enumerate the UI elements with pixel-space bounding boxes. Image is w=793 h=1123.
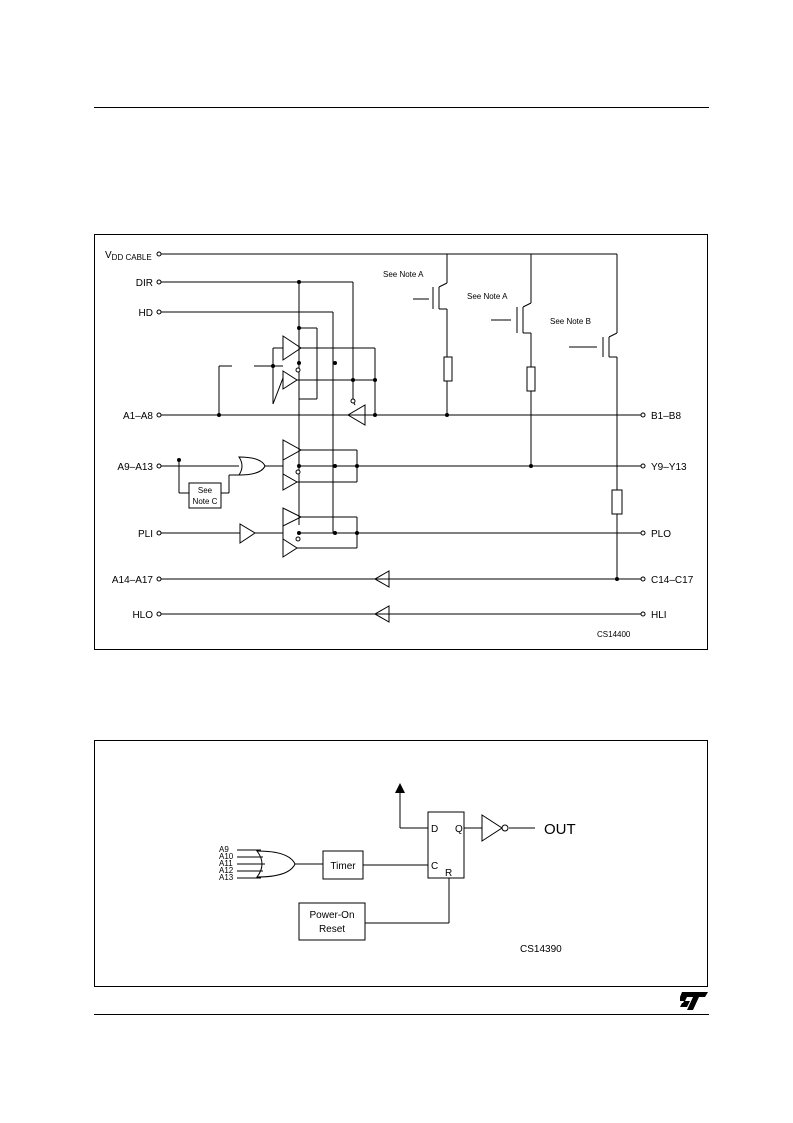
c14-c17-output-label: C14–C17 (651, 575, 694, 586)
a1-a8-input-label: A1–A8 (123, 411, 153, 422)
hd-input-label: HD (139, 308, 153, 319)
dir-input-label: DIR (136, 278, 153, 289)
b1-b8-output-label: B1–B8 (651, 411, 681, 422)
logic-diagram-panel: VDD CABLE DIR HD A1–A8 A9–A13 PLI A14–A1… (94, 234, 708, 650)
power-on-label: Power-On (309, 910, 354, 921)
input-a12-label: A12 (219, 866, 234, 875)
plo-output-label: PLO (651, 529, 671, 540)
y9-y13-output-label: Y9–Y13 (651, 462, 687, 473)
timer-label: Timer (330, 861, 356, 872)
footer-rule (94, 1014, 709, 1015)
pli-input-label: PLI (138, 529, 153, 540)
input-a9-label: A9 (219, 845, 229, 854)
input-a13-label: A13 (219, 873, 234, 882)
note-c-line1: See (198, 486, 213, 495)
ff-r-label: R (445, 868, 452, 879)
ff-d-label: D (431, 824, 438, 835)
out-label: OUT (544, 821, 576, 838)
ff-q-label: Q (455, 824, 463, 835)
hlo-input-label: HLO (132, 610, 153, 621)
a9-a13-input-label: A9–A13 (117, 462, 153, 473)
logic-diagram: VDD CABLE DIR HD A1–A8 A9–A13 PLI A14–A1… (105, 250, 694, 639)
diagram2-code: CS14390 (520, 944, 562, 955)
power-on-diagram: A9 A10 A11 A12 A13 Timer Power-On Reset … (219, 783, 576, 955)
st-logo-icon (680, 992, 708, 1010)
header-rule (94, 107, 709, 108)
vdd-cable-label: VDD CABLE (105, 250, 152, 262)
a14-a17-input-label: A14–A17 (112, 575, 154, 586)
note-c-line2: Note C (193, 497, 218, 506)
power-on-diagram-panel: A9 A10 A11 A12 A13 Timer Power-On Reset … (94, 740, 708, 987)
ff-c-label: C (431, 861, 438, 872)
note-b-label: See Note B (550, 317, 591, 326)
input-a10-label: A10 (219, 852, 234, 861)
note-a-label-2: See Note A (467, 292, 508, 301)
reset-label: Reset (319, 924, 345, 935)
input-a11-label: A11 (219, 859, 233, 868)
diagram1-code: CS14400 (597, 630, 631, 639)
note-a-label-1: See Note A (383, 270, 424, 279)
hli-output-label: HLI (651, 610, 667, 621)
